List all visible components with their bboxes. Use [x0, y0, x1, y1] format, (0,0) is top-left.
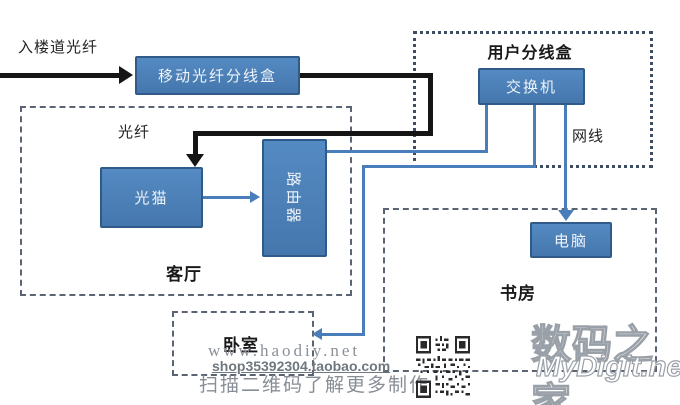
watermark-brand-english: MyDigit.net: [535, 350, 680, 383]
line-switch-computer: [564, 105, 567, 211]
node-router-label: 路由器: [284, 170, 301, 226]
line-switch-bedroom-v2: [362, 165, 365, 336]
fiber-line-down: [428, 73, 433, 133]
line-switch-bedroom-v1: [533, 105, 536, 168]
node-computer: 电脑: [530, 222, 612, 258]
zone-user-distribution-box-label: 用户分线盒: [487, 45, 573, 62]
fiber-line-entry: [0, 73, 119, 78]
node-mobile-splitter-label: 移动光纤分线盒: [157, 69, 277, 85]
line-switch-bedroom-h1: [362, 165, 536, 168]
arrowhead-left-icon: [312, 328, 322, 340]
line-modem-router: [203, 196, 250, 199]
zone-study: [383, 208, 657, 372]
qr-code-icon: [416, 336, 470, 398]
arrowhead-right-icon: [119, 66, 133, 84]
line-switch-bedroom-h2: [322, 333, 365, 336]
node-computer-label: 电脑: [553, 233, 588, 250]
incoming-fiber-label: 入楼道光纤: [18, 40, 99, 56]
zone-bedroom: [172, 311, 314, 376]
fiber-label: 光纤: [118, 125, 151, 141]
line-router-switch-h: [327, 150, 488, 153]
fiber-line-drop: [193, 131, 198, 154]
node-modem-label: 光猫: [134, 191, 169, 207]
watermark-shop-url: shop35392304.taobao.com: [212, 358, 391, 374]
zone-bedroom-label: 卧室: [223, 336, 259, 355]
node-mobile-splitter: 移动光纤分线盒: [135, 56, 300, 95]
line-router-switch-v: [485, 105, 488, 153]
arrowhead-down-icon: [558, 210, 574, 221]
watermark-brand-chinese: 数码之家: [530, 322, 654, 405]
node-switch-label: 交换机: [505, 80, 557, 96]
node-modem: 光猫: [100, 167, 203, 228]
arrowhead-right-icon: [250, 191, 260, 203]
watermark-scan-tip: 扫描二维码了解更多制作: [199, 375, 431, 396]
node-switch: 交换机: [478, 68, 585, 105]
fiber-line-out: [300, 73, 433, 78]
fiber-line-back: [193, 131, 433, 136]
zone-living-room-label: 客厅: [166, 265, 202, 284]
ethernet-label: 网线: [572, 129, 605, 145]
arrowhead-down-icon: [186, 154, 204, 167]
watermark-site-url: www.haodiy.net: [208, 341, 361, 360]
zone-living-room: [20, 106, 352, 296]
zone-study-label: 书房: [500, 284, 536, 303]
node-router: 路由器: [262, 139, 327, 257]
